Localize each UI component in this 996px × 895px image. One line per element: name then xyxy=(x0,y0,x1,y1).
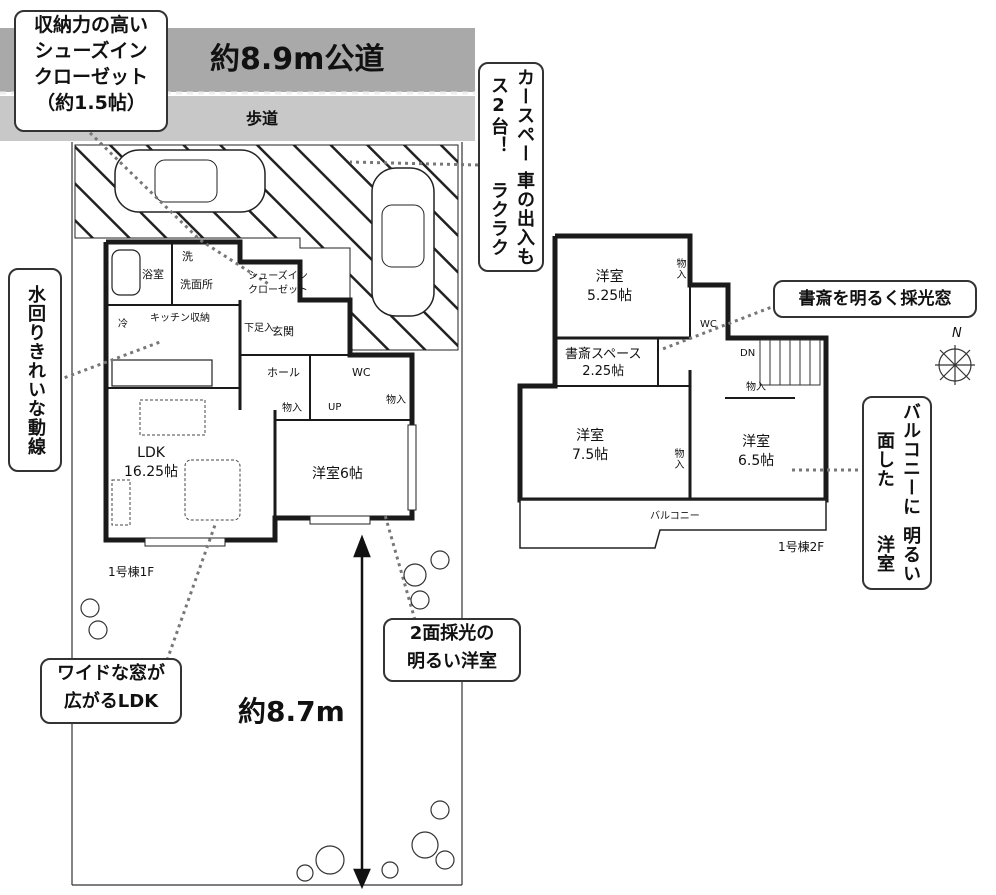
callout-line: 2面採光の xyxy=(409,623,495,644)
callout-line: 動線 xyxy=(25,417,46,456)
stairs-down-label: DN xyxy=(740,348,756,359)
compass-north-label: N xyxy=(952,326,962,341)
room-western-6-5: 洋室 6.5帖 xyxy=(738,433,774,471)
room-washroom: 洗面所 xyxy=(180,278,213,291)
room-wc-2f: WC xyxy=(700,319,717,330)
car-icon xyxy=(371,167,435,317)
floor1-walls xyxy=(103,239,415,543)
room-label-line: 7.5帖 xyxy=(572,447,609,463)
callout-line: 明るい洋室 xyxy=(874,525,921,583)
room-western-6: 洋室6帖 xyxy=(312,466,363,482)
room-fridge: 冷 xyxy=(118,319,128,330)
ldk-furniture xyxy=(111,399,241,526)
callout-carspace: カースペース2台！ 車の出入もラクラク xyxy=(478,62,544,272)
room-label-line: 洋室 xyxy=(742,434,771,450)
room-kitchen-storage: キッチン収納 xyxy=(150,313,210,324)
room-study: 書斎スペース 2.25帖 xyxy=(565,346,641,380)
room-wc-1f: WC xyxy=(352,366,371,379)
room-shoes-in-closet: シューズイン クローゼット xyxy=(248,270,308,298)
balcony-outline xyxy=(519,499,827,549)
callout-study-window: 書斎を明るく採光窓 xyxy=(773,280,977,318)
room-western-7-5: 洋室 7.5帖 xyxy=(572,427,608,465)
callout-line: 明るい洋室 xyxy=(407,651,497,672)
room-label-line: 書斎スペース xyxy=(565,347,642,362)
callout-line: クローゼット xyxy=(33,66,148,88)
callout-two-side-light: 2面採光の 明るい洋室 xyxy=(383,618,521,682)
callout-line: （約1.5帖） xyxy=(36,92,146,114)
callout-line: 水回りきれいな xyxy=(25,284,46,418)
callout-leaders xyxy=(44,126,865,681)
room-closet-1f-a: 物入 xyxy=(282,403,302,414)
floor2-walls xyxy=(517,233,829,503)
floor1-windows xyxy=(144,424,417,547)
callout-line: カースペース2台！ xyxy=(488,68,535,164)
room-label-line: 16.25帖 xyxy=(124,464,179,480)
room-closet-1f-b: 物入 xyxy=(386,395,406,406)
room-ldk: LDK 16.25帖 xyxy=(124,444,178,482)
callout-water-circulation: 水回りきれいな 動線 xyxy=(8,268,62,472)
room-label-line: 洋室 xyxy=(576,428,605,444)
callout-line: 車の出入もラクラク xyxy=(488,171,535,267)
depth-dimension-arrow xyxy=(353,534,371,890)
room-laundry: 洗 xyxy=(182,250,193,263)
callout-line: 広がるLDK xyxy=(63,691,159,712)
room-closet-2f-a: 物入 xyxy=(674,258,685,280)
balcony-label: バルコニー xyxy=(650,511,700,522)
depth-label: 約8.7m xyxy=(238,695,345,728)
callout-line: シューズイン xyxy=(34,40,148,62)
floor1-caption: 1号棟1F xyxy=(108,565,155,579)
room-closet-2f-c: 物入 xyxy=(672,448,683,470)
room-label-line: 6.5帖 xyxy=(738,453,775,469)
lot-boundary xyxy=(71,142,463,886)
room-label-line: 洋室 xyxy=(595,269,624,285)
shrubs xyxy=(80,550,455,882)
callout-line: ワイドな窓が xyxy=(57,663,165,684)
callout-wide-window: ワイドな窓が 広がるLDK xyxy=(40,658,182,724)
room-entrance: 玄関 xyxy=(272,325,294,338)
bathtub xyxy=(111,249,141,296)
callout-line: バルコニーに面した xyxy=(874,402,921,517)
room-bath: 浴室 xyxy=(142,268,164,281)
road-label: 約8.9m公道 xyxy=(210,42,385,77)
room-label-line: 2.25帖 xyxy=(582,364,625,379)
callout-shoes-closet: 収納力の高い シューズイン クローゼット （約1.5帖） xyxy=(14,10,168,132)
car-icon xyxy=(114,149,266,213)
sidewalk-label: 歩道 xyxy=(246,109,279,128)
stairs-up-label: UP xyxy=(328,402,342,413)
floor2-caption: 1号棟2F xyxy=(778,540,825,554)
kitchen-counter xyxy=(111,359,213,387)
compass-icon xyxy=(935,345,975,385)
staircase xyxy=(759,339,821,386)
callout-balcony-room: バルコニーに面した 明るい洋室 xyxy=(862,396,932,590)
room-label-line: クローゼット xyxy=(248,285,308,296)
room-western-5-25: 洋室 5.25帖 xyxy=(587,268,632,306)
callout-line: 収納力の高い xyxy=(33,14,148,36)
room-hall: ホール xyxy=(267,366,300,379)
room-label-line: LDK xyxy=(137,445,165,461)
room-label-line: 5.25帖 xyxy=(587,288,633,304)
room-closet-2f-b: 物入 xyxy=(746,382,766,393)
room-shoe-storage: 下足入 xyxy=(244,323,274,334)
room-label-line: シューズイン xyxy=(248,271,308,282)
